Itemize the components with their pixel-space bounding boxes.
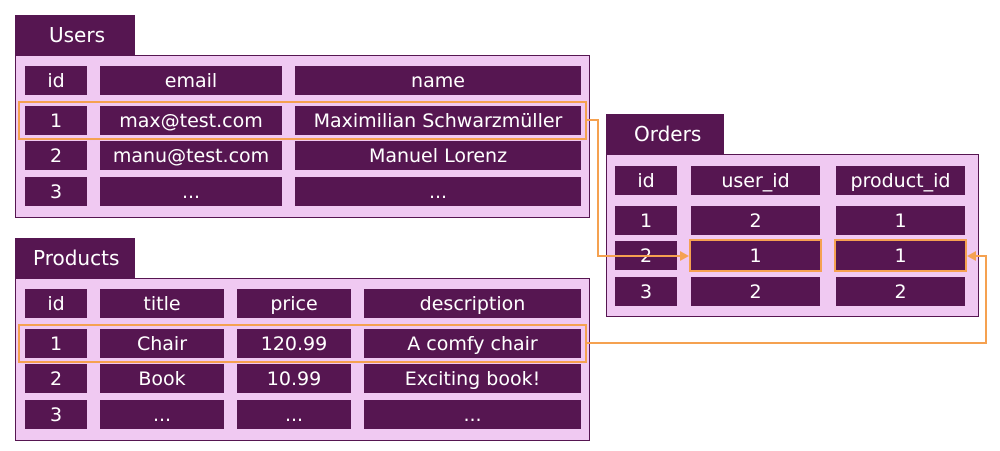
users-table-tab: Users [15,15,135,55]
users-cell-name: ... [295,177,581,206]
users-cell-id: 1 [25,106,87,135]
users-header-id: id [25,66,87,95]
products-cell-id: 2 [25,364,87,393]
products-cell-price: ... [237,400,351,429]
products-header-description: description [364,289,581,318]
orders-cell-user-id: 2 [691,277,820,306]
orders-cell-id: 3 [615,277,677,306]
products-cell-id: 3 [25,400,87,429]
users-cell-id: 2 [25,141,87,170]
orders-cell-user-id: 1 [691,241,820,270]
orders-cell-product-id: 1 [836,241,965,270]
orders-table-tab: Orders [606,114,724,154]
products-cell-description: ... [364,400,581,429]
users-cell-name: Maximilian Schwarzmüller [295,106,581,135]
orders-cell-user-id: 2 [691,206,820,235]
users-cell-email: ... [100,177,282,206]
products-header-title: title [100,289,224,318]
users-cell-email: max@test.com [100,106,282,135]
users-cell-name: Manuel Lorenz [295,141,581,170]
orders-cell-product-id: 2 [836,277,965,306]
products-cell-title: ... [100,400,224,429]
products-table-tab: Products [15,238,135,278]
orders-cell-id: 2 [615,241,677,270]
orders-header-id: id [615,166,677,195]
products-cell-description: A comfy chair [364,329,581,358]
products-header-price: price [237,289,351,318]
products-cell-description: Exciting book! [364,364,581,393]
users-header-name: name [295,66,581,95]
users-table-title: Users [49,23,106,47]
orders-header-user-id: user_id [691,166,820,195]
products-cell-title: Chair [100,329,224,358]
products-cell-id: 1 [25,329,87,358]
products-cell-price: 10.99 [237,364,351,393]
products-cell-price: 120.99 [237,329,351,358]
users-header-email: email [100,66,282,95]
products-header-id: id [25,289,87,318]
orders-header-product-id: product_id [836,166,965,195]
users-cell-id: 3 [25,177,87,206]
orders-cell-id: 1 [615,206,677,235]
users-cell-email: manu@test.com [100,141,282,170]
products-cell-title: Book [100,364,224,393]
orders-table-title: Orders [634,122,702,146]
orders-cell-product-id: 1 [836,206,965,235]
products-table-title: Products [33,246,120,270]
